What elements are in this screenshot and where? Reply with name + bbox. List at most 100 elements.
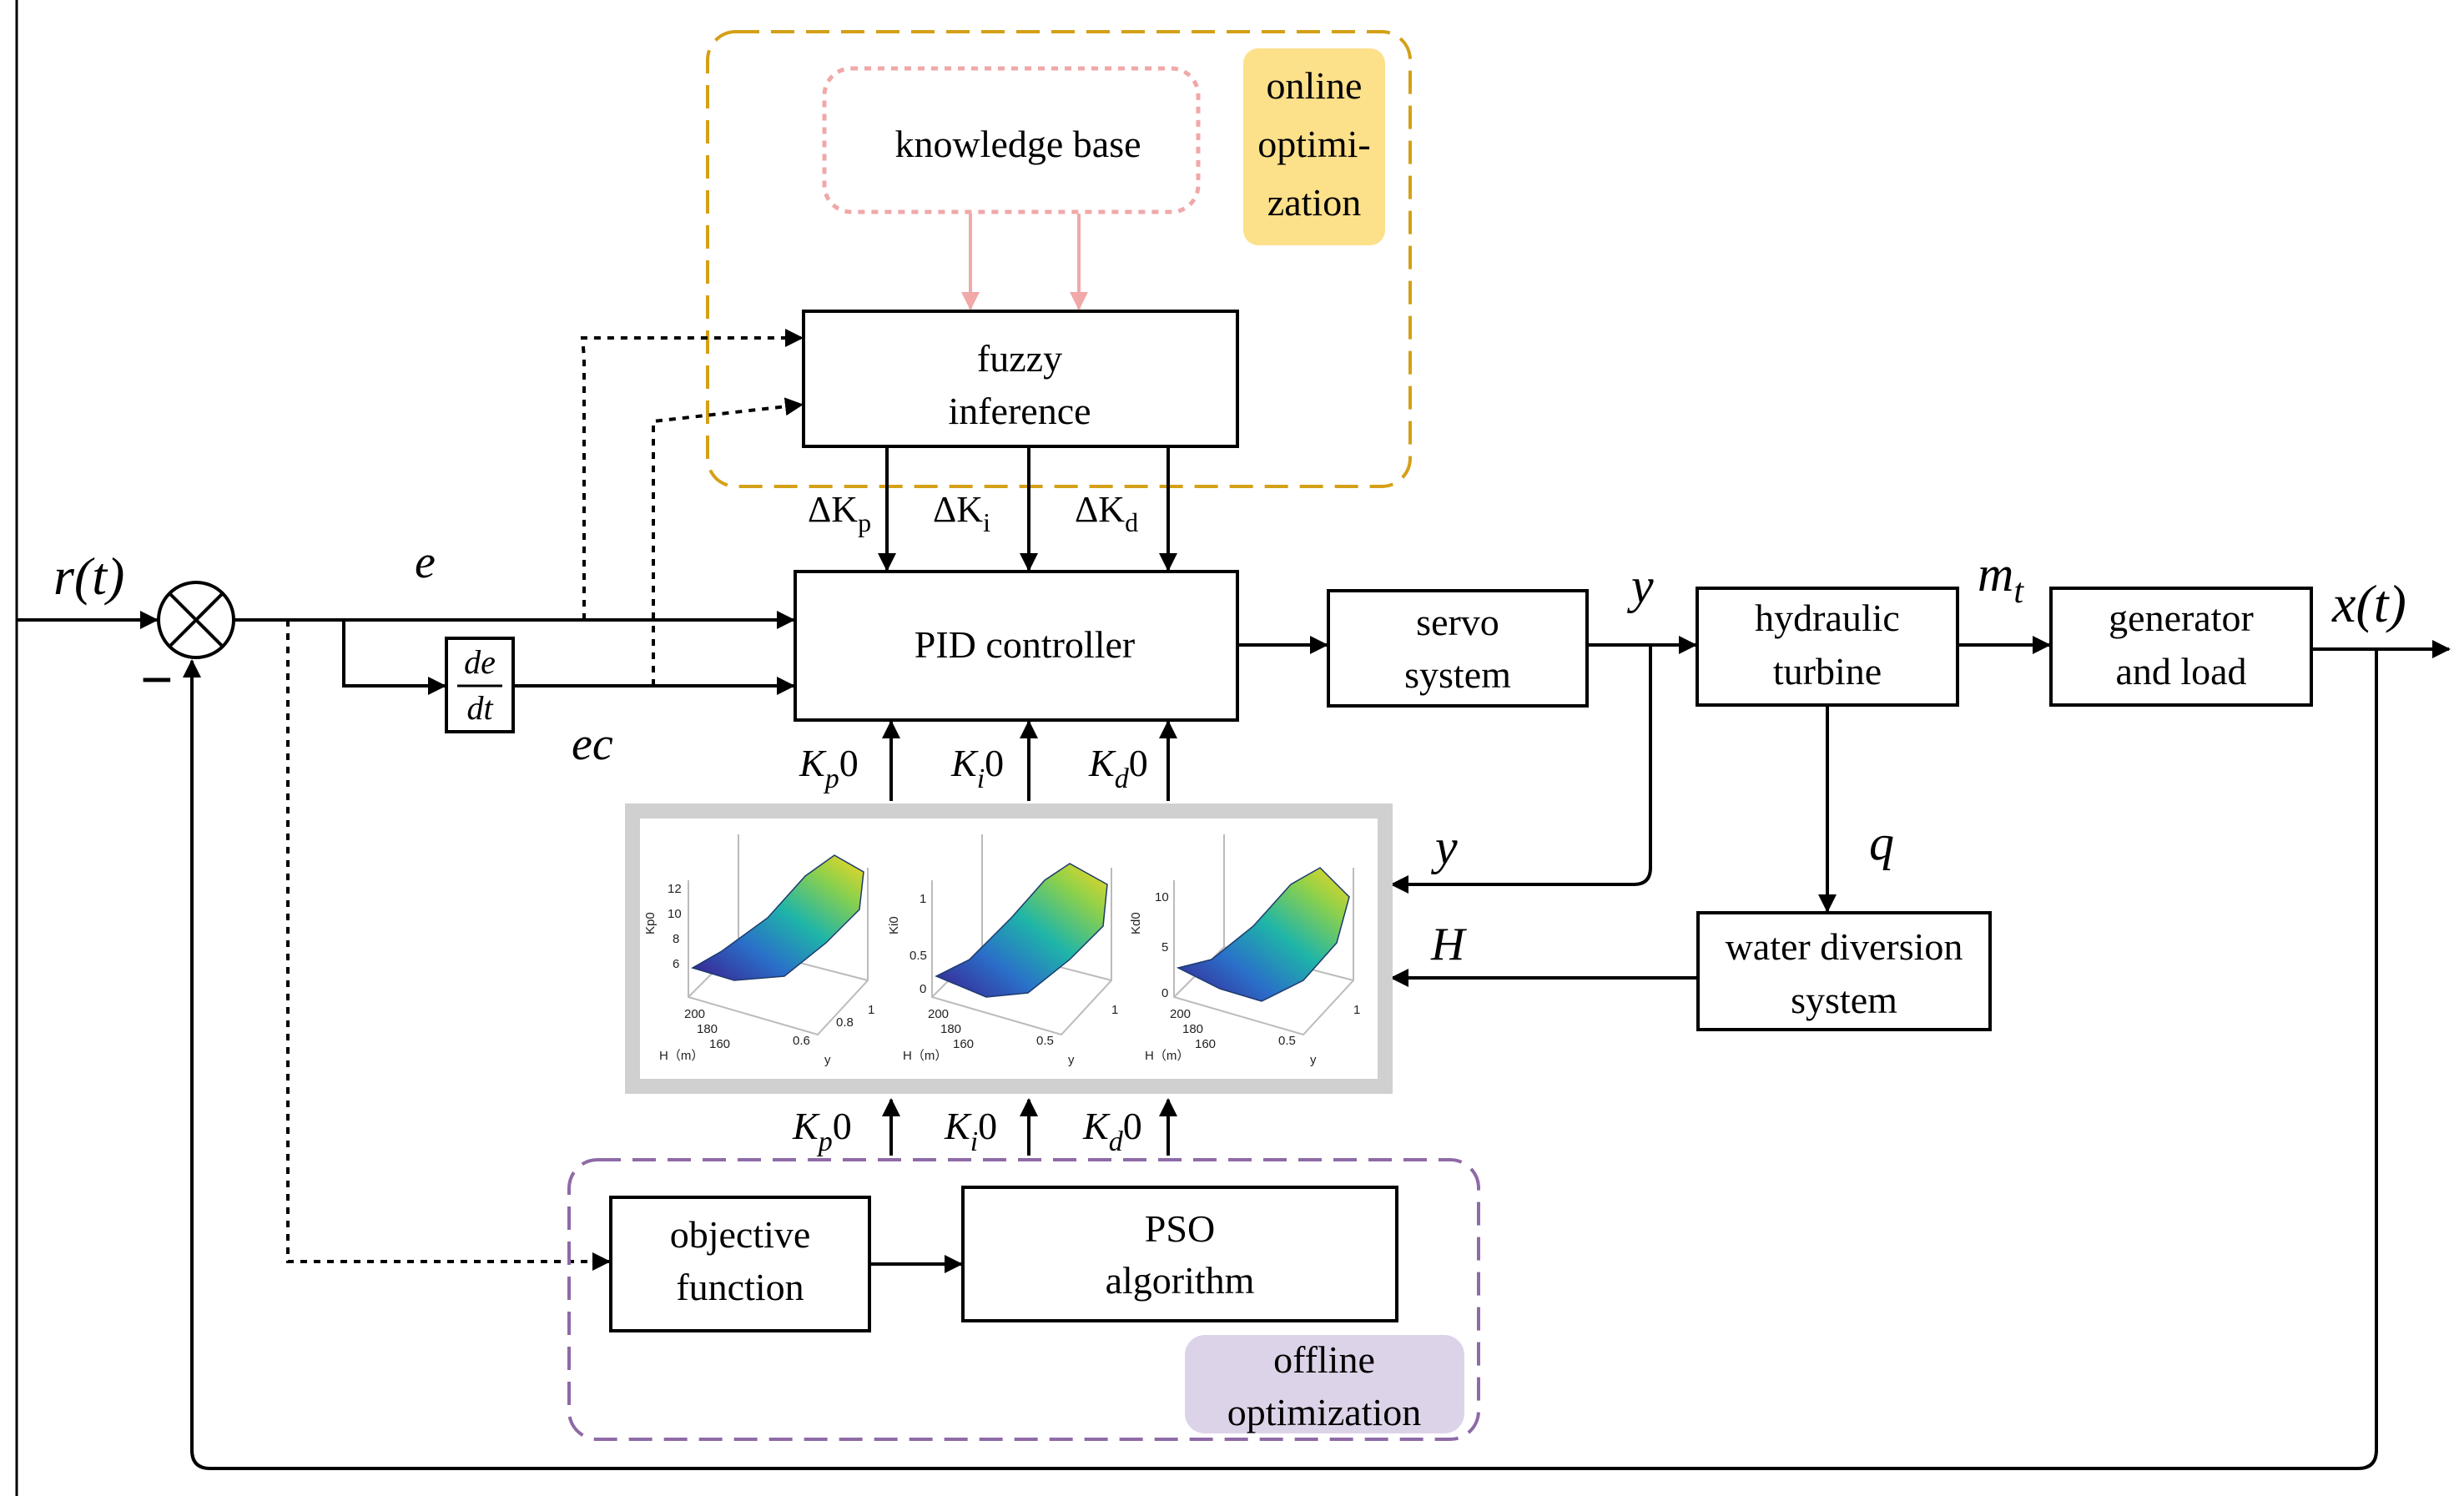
derivative-denominator: dt: [466, 689, 493, 727]
kp0-xtick-0: 200: [684, 1007, 705, 1021]
kp0-ztick-0: 12: [668, 882, 682, 896]
online-label-line1: online: [1267, 64, 1363, 107]
kd0-xtick-1: 180: [1182, 1022, 1203, 1036]
kd0-ztick-0: 10: [1155, 890, 1169, 904]
dotted-e-to-fuzzy: [580, 329, 804, 620]
signal-ec-label: ec: [572, 718, 613, 770]
pid-controller-label: PID controller: [915, 623, 1135, 666]
signal-h-label: H: [1430, 919, 1467, 970]
signal-e-label: e: [415, 536, 436, 588]
kp0-ztick-2: 8: [673, 932, 679, 946]
kd0-xlabel: H（m）: [1145, 1049, 1189, 1063]
water-diversion-block: [1696, 911, 1992, 1031]
kp0-lower-label: Kp0: [792, 1105, 852, 1157]
delta-kd-label: ΔKd: [1075, 489, 1138, 537]
ki0-ztick-1: 0.5: [910, 949, 927, 963]
generator-label-line1: generator: [2109, 597, 2254, 639]
kd0-ylabel: y: [1310, 1053, 1317, 1067]
derivative-numerator: de: [464, 643, 496, 681]
y-feedback-line: [1390, 645, 1652, 894]
kd0-zlabel: Kd0: [1129, 912, 1143, 934]
ki0-lower-label: Ki0: [944, 1105, 997, 1157]
fuzzy-label-line2: inference: [948, 390, 1091, 432]
generator-label-line2: and load: [2115, 650, 2246, 693]
objective-function-block: [609, 1196, 871, 1332]
ki0-xtick-1: 180: [940, 1022, 961, 1036]
kd0-xtick-0: 200: [1170, 1007, 1191, 1021]
fuzzy-inference-block: [802, 310, 1239, 448]
ki0-upper-label: Ki0: [950, 742, 1004, 794]
dotted-e-to-objective: [286, 620, 611, 1271]
dotted-ec-to-fuzzy: [652, 397, 804, 686]
kp0-ztick-1: 10: [668, 907, 682, 921]
knowledge-base-label: knowledge base: [894, 123, 1141, 165]
offline-optimization-badge: [1185, 1335, 1464, 1433]
ki0-xlabel: H（m）: [903, 1049, 947, 1063]
kp0-ytick-1: 0.8: [836, 1015, 854, 1030]
water-label-line1: water diversion: [1726, 925, 1963, 968]
ki0-zlabel: Ki0: [887, 916, 901, 934]
ki0-ytick-0: 0.5: [1036, 1034, 1054, 1048]
kd0-ztick-1: 5: [1161, 940, 1168, 955]
kp0-zlabel: Kp0: [643, 912, 658, 934]
online-label-line3: zation: [1267, 181, 1361, 224]
delta-kp-label: ΔKp: [808, 489, 871, 537]
ki0-xtick-2: 160: [953, 1037, 974, 1051]
turbine-label-line2: turbine: [1773, 650, 1882, 693]
surface-plot-kd0: Kd0 10 5 0 200 180 160 H（m） 0.5 1 y: [1129, 834, 1360, 1067]
signal-y-feedback-label: y: [1430, 819, 1458, 874]
online-optimization-region: [706, 30, 1412, 488]
surface-plot-ki0: Ki0 1 0.5 0 200 180 160 H（m） 0.5 1 y: [887, 834, 1118, 1067]
signal-q-label: q: [1869, 815, 1894, 870]
kd0-upper-label: Kd0: [1088, 742, 1148, 794]
signal-mt-label: mt: [1978, 547, 2024, 611]
kp0-xtick-1: 180: [697, 1022, 718, 1036]
hydraulic-turbine-block: [1696, 587, 1959, 707]
offline-optimization-region: [567, 1158, 1480, 1441]
kp0-xlabel: H（m）: [659, 1049, 703, 1063]
online-label-line2: optimi-: [1257, 123, 1370, 165]
objective-label-line2: function: [676, 1266, 804, 1308]
knowledge-base-block: [822, 66, 1201, 214]
ki0-ztick-0: 1: [920, 892, 926, 906]
kd0-ztick-2: 0: [1161, 986, 1168, 1000]
signal-y-label: y: [1626, 558, 1654, 613]
kp0-ytick-0: 0.6: [793, 1034, 810, 1048]
minus-sign: −: [140, 648, 174, 713]
summing-junction: [157, 581, 235, 659]
servo-label-line1: servo: [1416, 601, 1499, 643]
generator-load-block: [2049, 587, 2313, 707]
signal-x-label: x(t): [2331, 574, 2406, 633]
derivative-branch-line: [342, 620, 446, 695]
kd0-xtick-2: 160: [1195, 1037, 1216, 1051]
kp0-ytick-2: 1: [868, 1003, 874, 1017]
kd0-ytick-0: 0.5: [1278, 1034, 1296, 1048]
kp0-ylabel: y: [824, 1053, 831, 1067]
servo-system-block: [1327, 589, 1589, 708]
main-feedback-loop: [183, 649, 2378, 1470]
water-label-line2: system: [1791, 979, 1897, 1021]
pso-label-line1: PSO: [1145, 1207, 1215, 1250]
pso-label-line2: algorithm: [1106, 1259, 1255, 1302]
kd0-ytick-1: 1: [1353, 1003, 1360, 1017]
pid-controller-block: [794, 570, 1239, 722]
turbine-label-line1: hydraulic: [1755, 597, 1900, 639]
servo-label-line2: system: [1404, 653, 1511, 696]
ki0-xtick-0: 200: [928, 1007, 949, 1021]
delta-ki-label: ΔKi: [933, 489, 990, 537]
ki0-ytick-1: 1: [1111, 1003, 1118, 1017]
signal-r-label: r(t): [53, 547, 124, 606]
offline-label-line2: optimization: [1227, 1391, 1422, 1433]
kp0-ztick-3: 6: [673, 957, 679, 971]
fuzzy-label-line1: fuzzy: [977, 337, 1062, 380]
objective-label-line1: objective: [670, 1213, 811, 1256]
ki0-ylabel: y: [1068, 1053, 1075, 1067]
online-optimization-badge: [1243, 48, 1385, 245]
ki0-ztick-2: 0: [920, 982, 926, 996]
pso-algorithm-block: [961, 1186, 1398, 1322]
offline-label-line1: offline: [1273, 1338, 1375, 1381]
kp0-upper-label: Kp0: [799, 742, 859, 794]
kp0-xtick-2: 160: [709, 1037, 730, 1051]
kd0-lower-label: Kd0: [1082, 1105, 1142, 1157]
